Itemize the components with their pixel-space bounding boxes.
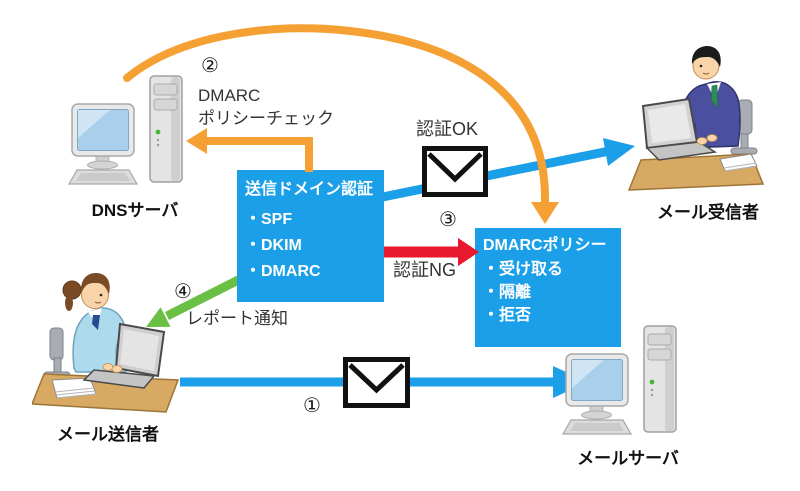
dns-check-arrow [186,128,313,172]
policy-item-quarantine: ・隔離 [483,284,532,301]
envelope-icon [422,146,488,197]
policy-fetch-arc-arrow [123,24,559,224]
mail-sender-label: メール送信者 [57,425,159,444]
auth-ok-label: 認証OK [416,119,479,139]
mail-server-computer-icon [561,322,682,440]
auth-ng-arrow [384,238,479,266]
dmarc-policy-box: DMARCポリシー ・受け取る ・隔離 ・拒否 [475,228,621,347]
auth-item-dmarc: ・DMARC [245,263,321,280]
step3-number: ③ [439,209,457,231]
sender-auth-box: 送信ドメイン認証 ・SPF ・DKIM ・DMARC [237,170,384,302]
policy-item-accept: ・受け取る [483,261,564,278]
step4-number: ④ [174,281,192,303]
step1-number: ① [303,395,321,417]
auth-item-dkim: ・DKIM [245,237,302,254]
mail-receiver-label: メール受信者 [657,203,759,222]
sender-auth-title: 送信ドメイン認証 [245,181,374,198]
report-notify-label: レポート通知 [186,309,288,328]
step2-number: ② [201,55,219,77]
receiver-person-icon [625,42,770,192]
dns-computer-icon [67,72,188,190]
auth-item-spf: ・SPF [245,211,293,228]
dmarc-policy-check-line2: ポリシーチェック [198,109,334,128]
dmarc-policy-check-label: DMARC ポリシーチェック [198,84,334,130]
mail-server-label: メールサーバ [577,449,679,468]
policy-item-reject: ・拒否 [483,307,532,324]
sender-person-icon [30,266,182,418]
dmarc-policy-check-line1: DMARC [198,86,261,105]
dmarc-policy-title: DMARCポリシー [483,237,607,254]
dns-server-label: DNSサーバ [91,201,179,220]
auth-ng-label: 認証NG [393,260,456,280]
envelope-icon [343,357,410,408]
